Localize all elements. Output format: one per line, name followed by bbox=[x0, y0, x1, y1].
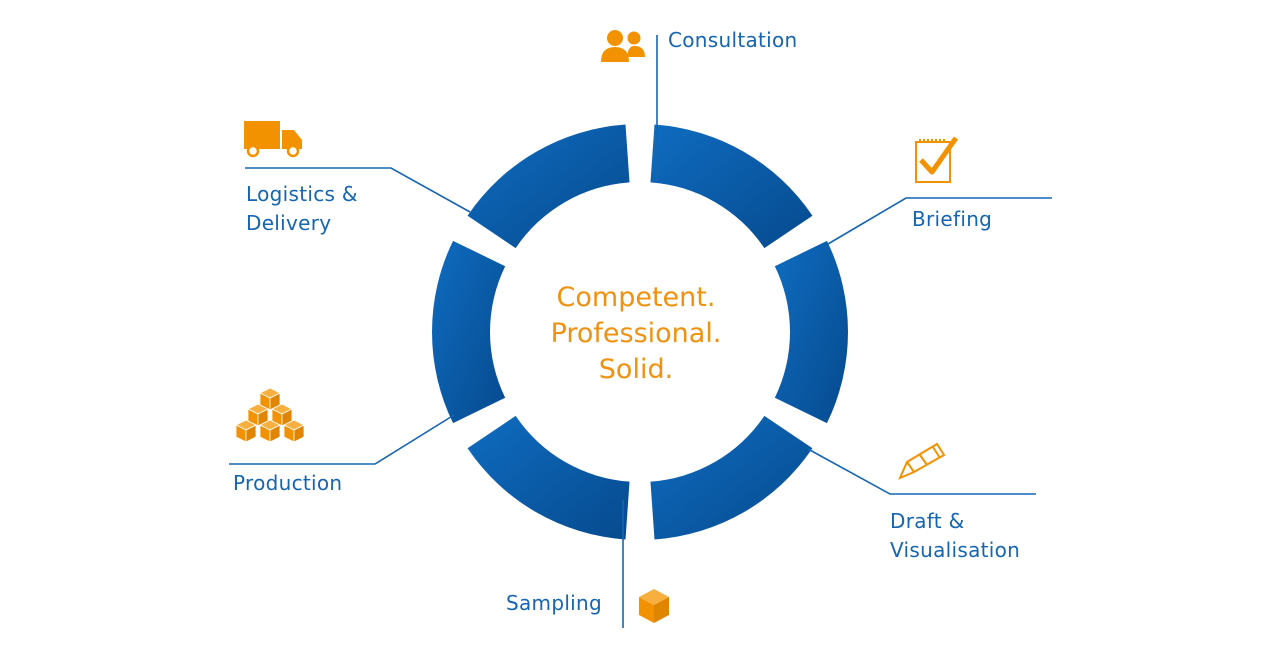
truck-icon bbox=[244, 121, 302, 158]
step-production: Production bbox=[233, 469, 342, 498]
step-label: Briefing bbox=[912, 207, 993, 231]
step-logistics: Logistics & Delivery bbox=[246, 180, 358, 238]
step-label: Visualisation bbox=[890, 538, 1021, 562]
connector-logistics bbox=[245, 167, 471, 213]
people-icon bbox=[601, 30, 645, 62]
ring-segment-sampling bbox=[467, 415, 630, 540]
connector-briefing bbox=[827, 197, 1052, 245]
step-label: Consultation bbox=[668, 28, 798, 52]
cycle-ring bbox=[432, 124, 848, 540]
ring-segment-briefing bbox=[774, 240, 848, 424]
slogan-line-2: Professional. bbox=[550, 318, 722, 349]
connector-production bbox=[229, 414, 455, 465]
boxes-pyramid-icon bbox=[235, 387, 305, 443]
connector-lines bbox=[229, 35, 1052, 628]
ring-segment-draft bbox=[650, 415, 813, 540]
step-briefing: Briefing bbox=[912, 205, 992, 234]
ring-segment-consultation bbox=[650, 124, 813, 249]
center-slogan: Competent. Professional. Solid. bbox=[490, 280, 782, 388]
step-draft: Draft & Visualisation bbox=[890, 507, 1020, 565]
ring-segment-production bbox=[432, 240, 506, 424]
checklist-icon bbox=[915, 136, 959, 183]
slogan-line-1: Competent. bbox=[556, 282, 716, 313]
step-label: Draft & bbox=[890, 509, 965, 533]
step-label: Production bbox=[233, 471, 343, 495]
step-label: Delivery bbox=[246, 211, 332, 235]
step-label: Logistics & bbox=[246, 182, 358, 206]
step-label: Sampling bbox=[506, 591, 603, 615]
step-sampling: Sampling bbox=[506, 589, 602, 618]
box-icon bbox=[639, 589, 669, 623]
connector-draft bbox=[807, 448, 1036, 495]
pencil-icon bbox=[898, 442, 946, 480]
step-consultation: Consultation bbox=[668, 26, 798, 55]
slogan-line-3: Solid. bbox=[598, 354, 674, 385]
ring-segment-logistics bbox=[467, 124, 630, 249]
